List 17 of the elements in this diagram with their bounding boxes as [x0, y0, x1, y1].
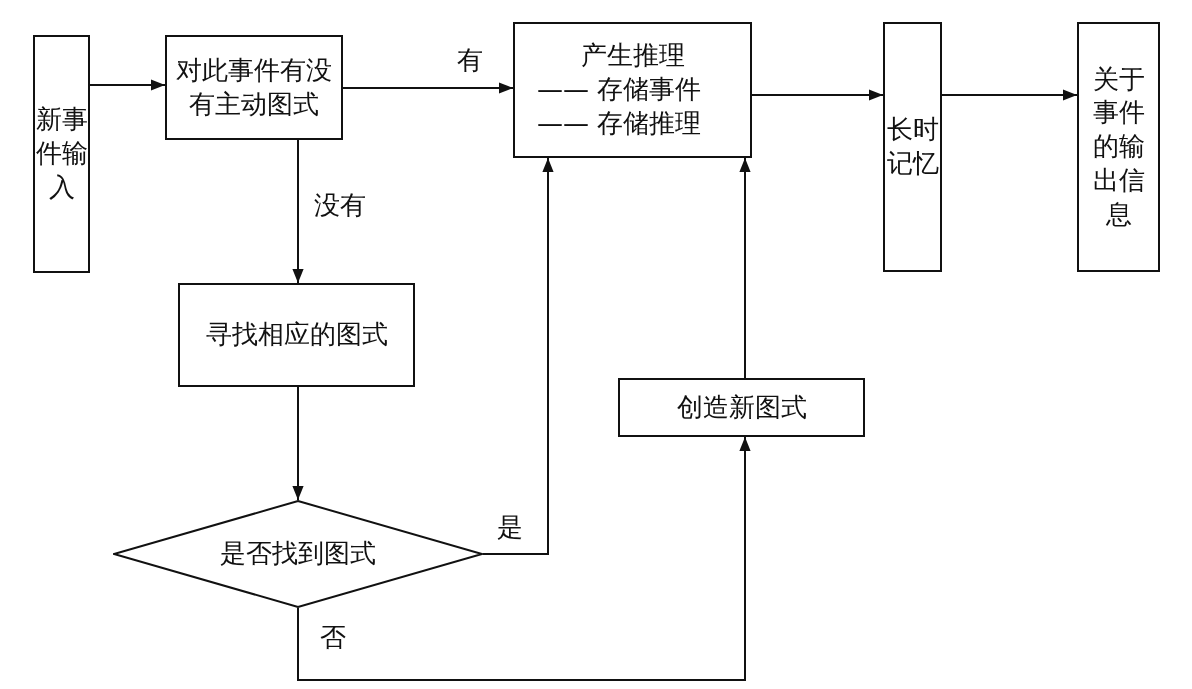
- process-box: 关于事件的输出信息: [1077, 22, 1160, 272]
- process-box: 长时记忆: [883, 22, 942, 272]
- arrow: [297, 436, 751, 681]
- decision-diamond: 是否找到图式: [113, 500, 483, 608]
- arrow: [751, 89, 884, 101]
- process-box: 对此事件有没有主动图式: [165, 35, 343, 140]
- arrow: [482, 157, 554, 555]
- process-box: 寻找相应的图式: [178, 283, 415, 387]
- process-box: 产生推理 —— 存储事件 —— 存储推理: [513, 22, 752, 158]
- process-box: 新事件输入: [33, 35, 90, 273]
- arrow: [89, 79, 166, 91]
- arrow: [739, 157, 751, 379]
- arrow: [292, 139, 304, 284]
- process-box: 创造新图式: [618, 378, 865, 437]
- arrow: [941, 89, 1078, 101]
- arrow: [342, 82, 514, 94]
- arrow: [292, 386, 304, 501]
